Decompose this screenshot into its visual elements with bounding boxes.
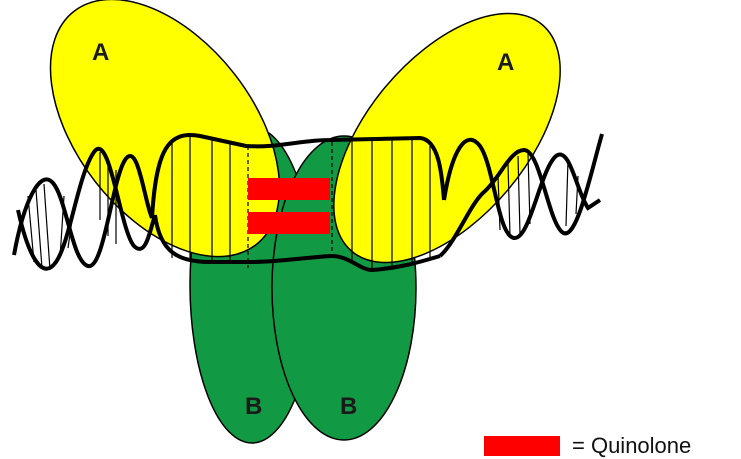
- quinolone-legend-swatch: [484, 436, 560, 456]
- subunit-a-left-label: A: [92, 39, 109, 66]
- subunit-a-right-label: A: [497, 49, 514, 76]
- quinolone-bar-bottom: [248, 212, 330, 234]
- subunit-b-left-label: B: [245, 393, 262, 420]
- subunit-b-right-label: B: [340, 393, 357, 420]
- legend: = Quinolone: [484, 434, 691, 458]
- legend-label: = Quinolone: [572, 433, 691, 459]
- quinolone-bar-top: [248, 178, 330, 200]
